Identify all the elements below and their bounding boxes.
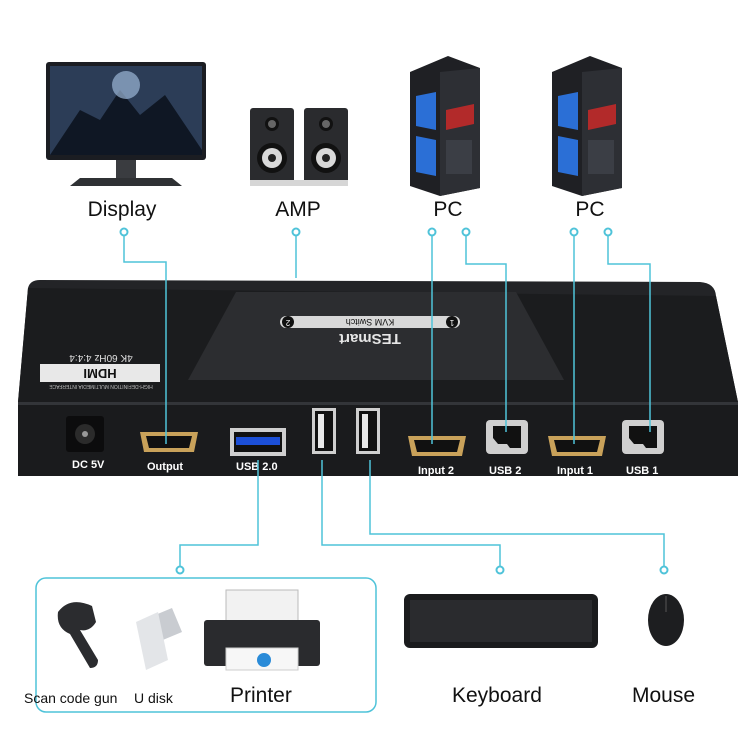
keyboard-icon [404,594,598,648]
spec-text: 4K 60Hz 4:4:4 [69,352,133,363]
port-label-usb20: USB 2.0 [236,461,278,473]
usb-mouse-port [356,408,380,454]
port-label-usb1: USB 1 [626,465,658,477]
hdmi-tagline-text: HIGH-DEFINITION MULTIMEDIA INTERFACE [49,383,153,389]
mouse-label: Mouse [632,684,696,707]
pc1-label: PC [433,198,463,221]
usb-drive-icon [136,608,182,670]
speakers-icon [250,108,348,186]
mouse-icon [648,594,684,646]
port-badge-left: 2 [282,316,294,328]
printer-label: Printer [230,684,292,707]
wire-node [175,565,185,575]
pc2-label: PC [575,198,605,221]
port-label-dc: DC 5V [72,459,105,471]
port-label-usb2: USB 2 [489,465,521,477]
display-label: Display [87,198,157,221]
keyboard-label: Keyboard [452,684,542,707]
pc-tower-icon [552,56,622,196]
usb-devices-group-frame [35,577,377,713]
brand-text: TESmart [339,330,401,347]
hdmi-output-port [140,432,198,452]
wire-node [659,565,669,575]
port-label-input2: Input 2 [418,465,454,477]
scanner-gun-icon [57,602,98,668]
usb20-port [230,428,286,456]
scan-gun-label: Scan code gun [24,690,118,706]
printer-icon [204,589,320,671]
port-label-input1: Input 1 [557,465,593,477]
wire-node [291,227,301,237]
wire-node [603,227,613,237]
udisk-label: U disk [134,690,173,706]
hdmi-logo-text: HDMI [83,366,117,381]
hdmi-logo [40,364,160,382]
monitor-icon [46,62,206,186]
usb-b-port-2 [486,420,528,454]
hdmi-input1-port [548,436,606,456]
wire-node [569,227,579,237]
hdmi-input2-port [408,436,466,456]
wire-node [495,565,505,575]
port-label-output: Output [147,461,183,473]
wire-node [119,227,129,237]
pc-tower-icon [410,56,480,196]
wire-node [427,227,437,237]
model-plate [280,316,460,328]
usb-keyboard-port [312,408,336,454]
amp-label: AMP [275,198,321,221]
port-badge-right: 1 [446,316,458,328]
dc-port [66,416,104,452]
model-text: KVM Switch [345,317,395,327]
wire-node [461,227,471,237]
